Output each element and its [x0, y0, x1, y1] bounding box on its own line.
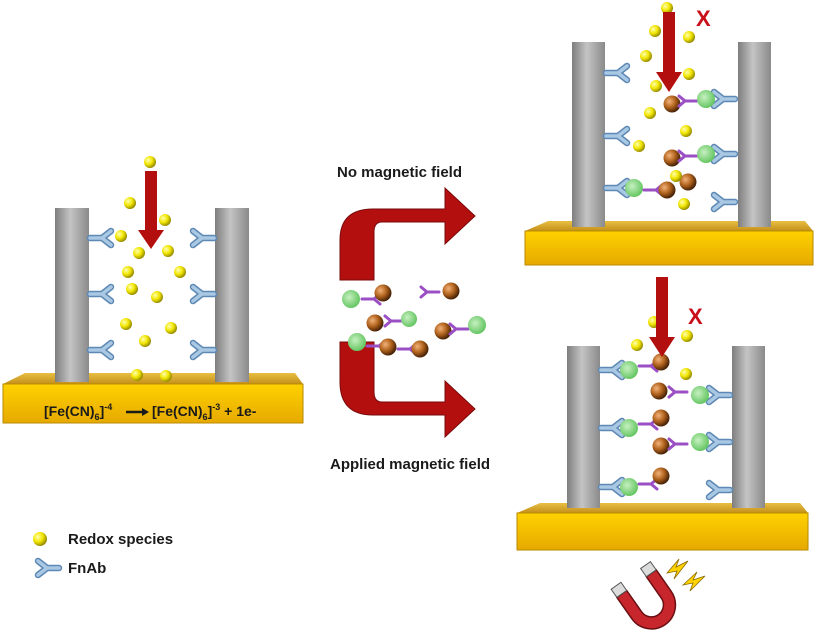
- antibody-icon: [193, 287, 214, 301]
- antibody-icon: [38, 561, 59, 575]
- antibody-icon: [193, 343, 214, 357]
- redox-ball-icon: [33, 532, 47, 546]
- down-arrow-icon: [649, 277, 675, 357]
- redox-ball-icon: [174, 266, 186, 278]
- top-right-contents: [606, 2, 735, 210]
- antibody-icon: [90, 287, 111, 301]
- redox-ball-icon: [159, 214, 171, 226]
- redox-ball-icon: [124, 197, 136, 209]
- redox-ball-icon: [133, 247, 145, 259]
- redox-ball-icon: [131, 369, 143, 381]
- redox-ball-icon: [162, 245, 174, 257]
- left-redox-balls: [115, 156, 186, 382]
- down-arrow-icon: [656, 12, 682, 92]
- redox-ball-icon: [165, 322, 177, 334]
- redox-ball-icon: [151, 291, 163, 303]
- redox-ball-icon: [122, 266, 134, 278]
- free-bead-conjugates: [342, 282, 486, 358]
- reaction-arrow-icon: [126, 408, 149, 416]
- blocked-x-icon: X: [696, 6, 711, 31]
- legend: Redox species FnAb: [33, 531, 173, 577]
- curved-arrow-icon: [339, 186, 476, 281]
- legend-redox-label: Redox species: [68, 531, 173, 548]
- redox-ball-icon: [160, 370, 172, 382]
- left-pillar-b: [215, 208, 249, 382]
- top-pillar-a: [572, 42, 605, 227]
- left-pillar-a: [55, 208, 89, 382]
- top-right-electrode: [524, 42, 814, 266]
- redox-ball-icon: [126, 283, 138, 295]
- curved-arrow-icon: [339, 341, 476, 439]
- bottom-right-electrode: [516, 346, 809, 551]
- top-pillar-b: [738, 42, 771, 227]
- lightning-icon: [681, 571, 706, 592]
- reaction-product-text: [Fe(CN)6]-3 + 1e-: [152, 402, 257, 422]
- left-gold-front: [2, 383, 304, 424]
- down-arrow-icon: [138, 171, 164, 249]
- no-field-label: No magnetic field: [337, 164, 462, 181]
- antibody-icon: [90, 343, 111, 357]
- bottom-pillar-a: [567, 346, 600, 508]
- redox-ball-icon: [115, 230, 127, 242]
- left-electrode: [Fe(CN)6]-4 [Fe(CN)6]-3 + 1e-: [2, 208, 304, 424]
- redox-ball-icon: [139, 335, 151, 347]
- antibody-icon: [90, 231, 111, 245]
- antibody-icon: [193, 231, 214, 245]
- bottom-pillar-b: [732, 346, 765, 508]
- redox-ball-icon: [120, 318, 132, 330]
- lightning-icon: [665, 558, 689, 580]
- redox-ball-icon: [144, 156, 156, 168]
- blocked-x-icon: X: [688, 304, 703, 329]
- legend-fnab-label: FnAb: [68, 560, 106, 577]
- magnet-icon: [610, 560, 677, 630]
- reaction-text: [Fe(CN)6]-4: [44, 402, 112, 422]
- applied-field-label: Applied magnetic field: [330, 456, 490, 473]
- left-gold-top: [3, 373, 303, 384]
